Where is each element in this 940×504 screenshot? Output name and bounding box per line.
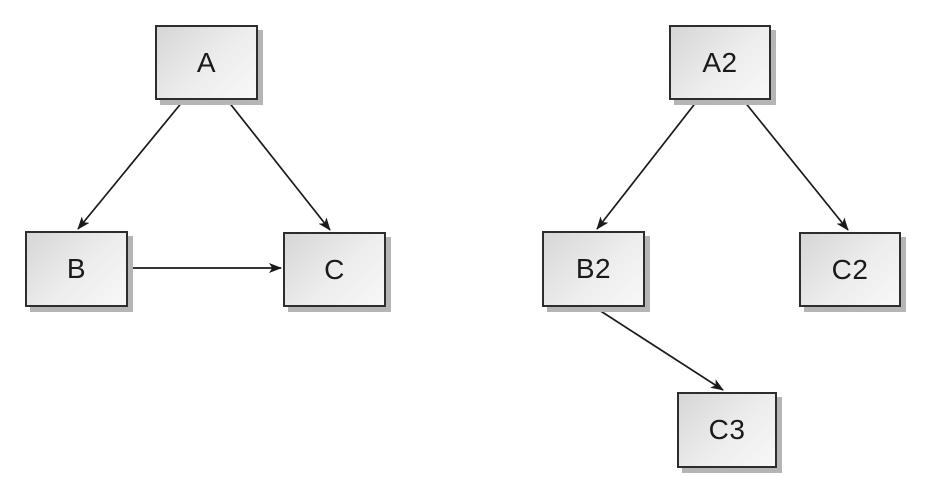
node-C[interactable]: C [283, 232, 386, 307]
node-label-C2: C2 [831, 253, 869, 285]
edge-A2-to-B2 [596, 100, 698, 230]
node-label-B: B [66, 253, 87, 284]
edge-group [77, 100, 849, 391]
edge-A2-to-C2 [743, 100, 849, 231]
node-A2[interactable]: A2 [669, 25, 771, 100]
node-B[interactable]: B [25, 231, 128, 307]
edge-A-to-B [77, 100, 184, 230]
edge-A-to-C [227, 100, 331, 231]
node-C2[interactable]: C2 [799, 232, 901, 307]
node-label-A2: A2 [702, 46, 738, 78]
node-label-C: C [324, 253, 345, 285]
node-A[interactable]: A [155, 25, 258, 100]
edge-B2-to-C3 [595, 307, 724, 391]
node-label-A: A [196, 46, 217, 78]
node-C3[interactable]: C3 [677, 392, 777, 468]
node-label-C3: C3 [708, 414, 746, 445]
node-label-B2: B2 [575, 253, 612, 284]
node-B2[interactable]: B2 [542, 231, 645, 307]
